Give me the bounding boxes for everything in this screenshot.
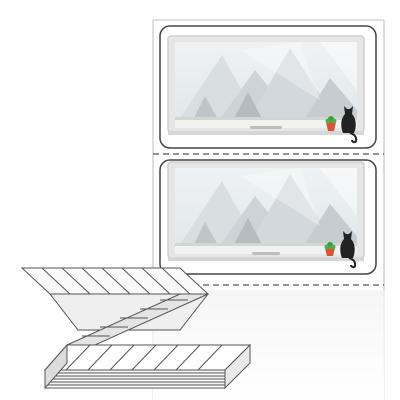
window-handle bbox=[250, 126, 282, 129]
label-card-2 bbox=[159, 159, 377, 275]
fanfold-top-strip bbox=[20, 267, 210, 295]
potted-plant-icon bbox=[325, 116, 337, 131]
window-frame bbox=[167, 161, 365, 261]
cat-icon bbox=[340, 231, 357, 269]
potted-plant-icon bbox=[324, 242, 336, 256]
fanfold-label-stack bbox=[20, 267, 252, 390]
window-handle bbox=[252, 252, 280, 255]
window-frame bbox=[167, 35, 365, 135]
label-card-1 bbox=[159, 25, 377, 149]
fanfold-diagonal-strip bbox=[48, 293, 210, 346]
cat-icon bbox=[341, 106, 358, 144]
fanfold-bottom-stack bbox=[43, 343, 252, 390]
